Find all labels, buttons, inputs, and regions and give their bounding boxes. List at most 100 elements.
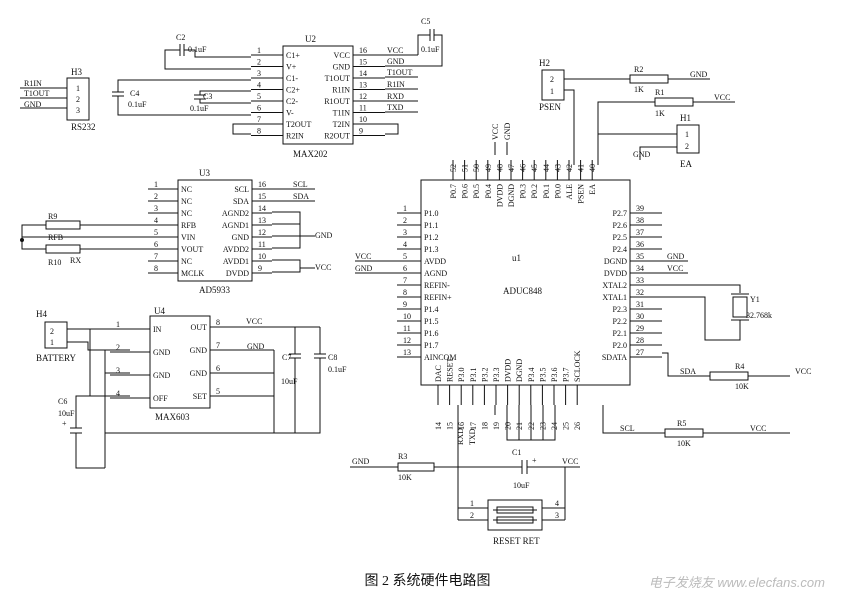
u4-right-pin-num: 7 [216,341,220,350]
u4-right-pin-num: 6 [216,364,220,373]
u1-right-pin-name: DVDD [604,269,627,278]
c1-net: VCC [562,457,578,466]
r3-ref: R3 [398,452,407,461]
u1-top-pin-name: P0.5 [472,184,481,198]
u1-left-pin-name: P1.2 [424,233,438,242]
u1-top-pin-num: 42 [565,164,574,172]
u1-left-pin-num: 10 [403,312,411,321]
h4-pin-1: 1 [50,338,54,347]
u1-left-pin-num: 12 [403,336,411,345]
u1-right-pin-name: P2.7 [613,209,627,218]
u1-net-dgnd: GND [667,252,685,261]
c3-ref: C3 [203,92,212,101]
u1-right-pin-num: 39 [636,204,644,213]
u4-left-pin-name: OFF [153,394,168,403]
u1-top-pin-num: 45 [530,164,539,172]
u1-right-pin-name: P2.2 [613,317,627,326]
h4-name: BATTERY [36,353,77,363]
capacitor-c6: C6 10uF + [58,395,105,469]
u2-right-pin-name: T1IN [333,109,351,118]
u2-ref: U2 [305,34,316,44]
u3-left-pin-name: MCLK [181,269,204,278]
u2-left-pin-name: T2OUT [286,120,311,129]
u1-bottom-pin-num: 26 [573,422,582,430]
c7-val: 10uF [281,377,298,386]
u3-left-pin-name: VOUT [181,245,203,254]
u2-left-pin-num: 6 [257,104,261,113]
u3-right-pin-name: AGND1 [222,221,249,230]
u1-top-pin-name: DGND [507,184,516,207]
r3-val: 10K [398,473,412,482]
u1-top-pin-num: 52 [449,164,458,172]
capacitor-c3: C3 0.1uF [190,90,251,113]
u2-right-pin-num: 16 [359,46,367,55]
u1-right-pin-name: DGND [604,257,627,266]
r2-net: GND [690,70,708,79]
h3-ref: H3 [71,67,82,77]
resistor-r10: R10 RX [20,238,158,267]
r2-val: 1K [634,85,644,94]
u1-top-pin-name: P0.3 [519,184,528,198]
u1-top-pin-name: P0.2 [530,184,539,198]
r1-net: VCC [714,93,730,102]
u3-left-pin-name: NC [181,209,192,218]
r10-ref: R10 [48,258,61,267]
u3-left-pin-num: 4 [154,216,158,225]
u1-ref: u1 [512,253,521,263]
u2-right-pin-name: T2IN [333,120,351,129]
u2-net-t1out: T1OUT [387,68,412,77]
reset-pin-2: 2 [470,511,474,520]
u1-bottom-pin-name: P3.1 [469,368,478,382]
u1-right-pin-name: XTAL2 [602,281,627,290]
u2-right-pin-num: 13 [359,81,367,90]
u3-name: AD5933 [199,285,230,295]
capacitor-c4: C4 0.1uF [112,79,251,116]
u3-left-pin-num: 6 [154,240,158,249]
u2-right-pin-name: VCC [334,51,350,60]
c2-ref: C2 [176,33,185,42]
r10-net: RX [70,256,81,265]
connector-h3: H3 RS232 R1IN T1OUT GND 1 2 3 [20,67,96,132]
u1-left-pin-num: 2 [403,216,407,225]
u2-net-r1in: R1IN [387,80,405,89]
c1-ref: C1 [512,448,521,457]
u1-left-pin-num: 8 [403,288,407,297]
u1-top-pin-name: P0.7 [449,184,458,198]
u2-net-gnd: GND [387,57,405,66]
u1-right-pin-name: P2.4 [613,245,627,254]
u1-bottom-pin-num: 17 [469,422,478,430]
u1-bottom-pin-name: DAC [434,365,443,382]
u2-right-pin-num: 9 [359,127,363,136]
u4-net-vcc: VCC [246,317,262,326]
u1-bottom-pin-name: P3.4 [527,368,536,382]
u1-bottom-pin-num: 19 [492,422,501,430]
y1-val: 32.768k [746,311,772,320]
u3-right-pin-num: 15 [258,192,266,201]
u2-right-pin-name: T1OUT [325,74,350,83]
chip-u3: U3 AD5933 1NC2NC3NC4RFB5VIN6VOUT7NC8MCLK… [148,168,333,295]
h1-name: EA [680,159,692,169]
c8-ref: C8 [328,353,337,362]
reset-switch[interactable]: 1 2 4 3 RESET RET [458,499,565,546]
r4-ref: R4 [735,362,744,371]
reset-pin-4: 4 [555,499,559,508]
resistor-r3: GND R3 10K [350,405,459,520]
u2-left-pin-name: C1+ [286,51,300,60]
u1-bottom-pin-name: P3.5 [538,368,547,382]
u1-net-vcc: VCC [355,252,371,261]
u1-name: ADUC848 [503,286,543,296]
r2-ref: R2 [634,65,643,74]
u1-bottom-pin-name: P3.2 [480,368,489,382]
u4-left-pin-name: GND [153,371,171,380]
u2-right-pin-name: R2OUT [324,132,350,141]
u2-right-pin-num: 11 [359,104,367,113]
u1-right-pin-num: 29 [636,324,644,333]
u2-right-pin-num: 15 [359,58,367,67]
u1-top-pin-num: 49 [484,164,493,172]
u1-left-pin-name: P1.1 [424,221,438,230]
u3-left-pin-num: 3 [154,204,158,213]
u1-top-pin-num: 43 [553,164,562,172]
h3-name: RS232 [71,122,96,132]
u1-right-pin-num: 38 [636,216,644,225]
